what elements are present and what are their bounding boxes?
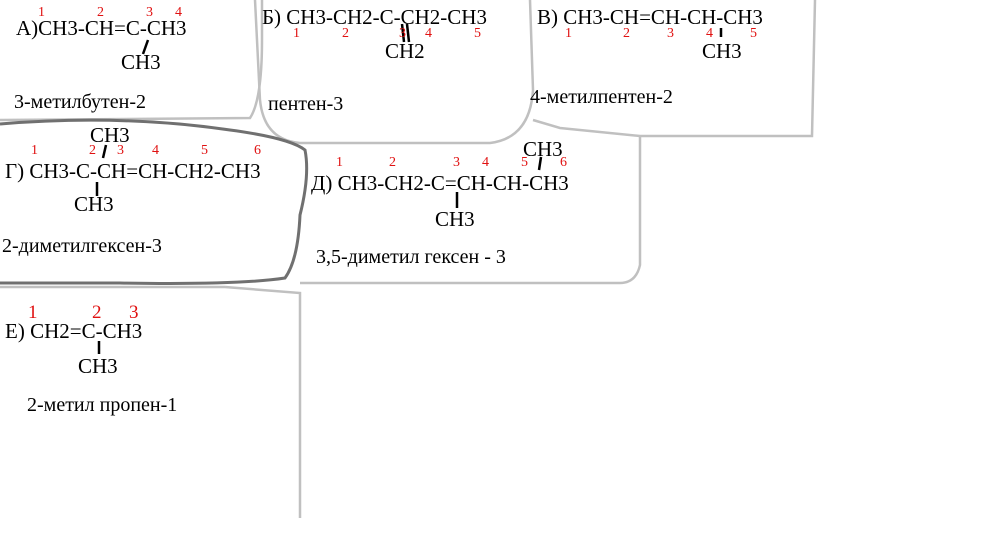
bond-g-top: [101, 144, 108, 159]
name-e: 2-метил пропен-1: [27, 394, 178, 416]
formula-d: Д) CH3-CH2-C=CH-CH-CH3: [311, 171, 569, 195]
num-g-3: 3: [117, 143, 124, 158]
box-g-outline: [0, 118, 309, 285]
num-a-3: 3: [146, 5, 153, 20]
branch-d-bottom: CH3: [435, 207, 475, 231]
num-d-1: 1: [336, 155, 343, 170]
branch-d-top: CH3: [523, 137, 563, 161]
num-b-5: 5: [474, 26, 481, 41]
name-d: 3,5-диметил гексен - 3: [316, 246, 506, 268]
branch-g-bottom: CH3: [74, 192, 114, 216]
lower-area-outline: [0, 285, 302, 518]
num-b-4: 4: [425, 26, 432, 41]
box-b-outline: [253, 0, 535, 145]
num-d-6: 6: [560, 155, 567, 170]
box-d-outline: [300, 136, 642, 285]
formula-v: В) CH3-CH=CH-CH-CH3: [537, 5, 763, 29]
num-a-1: 1: [38, 5, 45, 20]
num-g-2: 2: [89, 143, 96, 158]
num-d-5: 5: [521, 155, 528, 170]
branch-a: CH3: [121, 50, 161, 74]
num-v-5: 5: [750, 26, 757, 41]
formula-b: Б) CH3-CH2-C-CH2-CH3: [262, 5, 487, 29]
bond-d-top: [537, 156, 543, 171]
num-d-2: 2: [389, 155, 396, 170]
num-b-1: 1: [293, 26, 300, 41]
num-e-1: 1: [28, 302, 38, 323]
name-g: 2-диметилгексен-3: [2, 235, 162, 257]
branch-b: CH2: [385, 39, 425, 63]
formula-g: Г) CH3-C-CH=CH-CH2-CH3: [5, 159, 261, 183]
num-g-1: 1: [31, 143, 38, 158]
num-d-3: 3: [453, 155, 460, 170]
bond-b-1: [400, 23, 406, 43]
num-b-3: 3: [399, 26, 406, 41]
num-g-6: 6: [254, 143, 261, 158]
num-e-2: 2: [92, 302, 102, 323]
formula-e: Е) CH2=C-CH3: [5, 319, 143, 343]
bond-a: [141, 39, 150, 55]
formula-a: А)CH3-CH=C-CH3: [16, 16, 187, 40]
branch-e: CH3: [78, 354, 118, 378]
num-a-4: 4: [175, 5, 182, 20]
num-b-2: 2: [342, 26, 349, 41]
name-b: пентен-3: [268, 93, 344, 115]
num-v-3: 3: [667, 26, 674, 41]
num-v-1: 1: [565, 26, 572, 41]
num-e-3: 3: [129, 302, 139, 323]
num-a-2: 2: [97, 5, 104, 20]
branch-g-top: CH3: [90, 123, 130, 147]
name-v: 4-метилпентен-2: [530, 86, 673, 108]
bond-b-2: [405, 23, 411, 43]
num-g-4: 4: [152, 143, 159, 158]
name-a: 3-метилбутен-2: [14, 91, 147, 113]
num-v-4: 4: [706, 26, 713, 41]
num-d-4: 4: [482, 155, 489, 170]
branch-v: CH3: [702, 39, 742, 63]
num-g-5: 5: [201, 143, 208, 158]
num-v-2: 2: [623, 26, 630, 41]
